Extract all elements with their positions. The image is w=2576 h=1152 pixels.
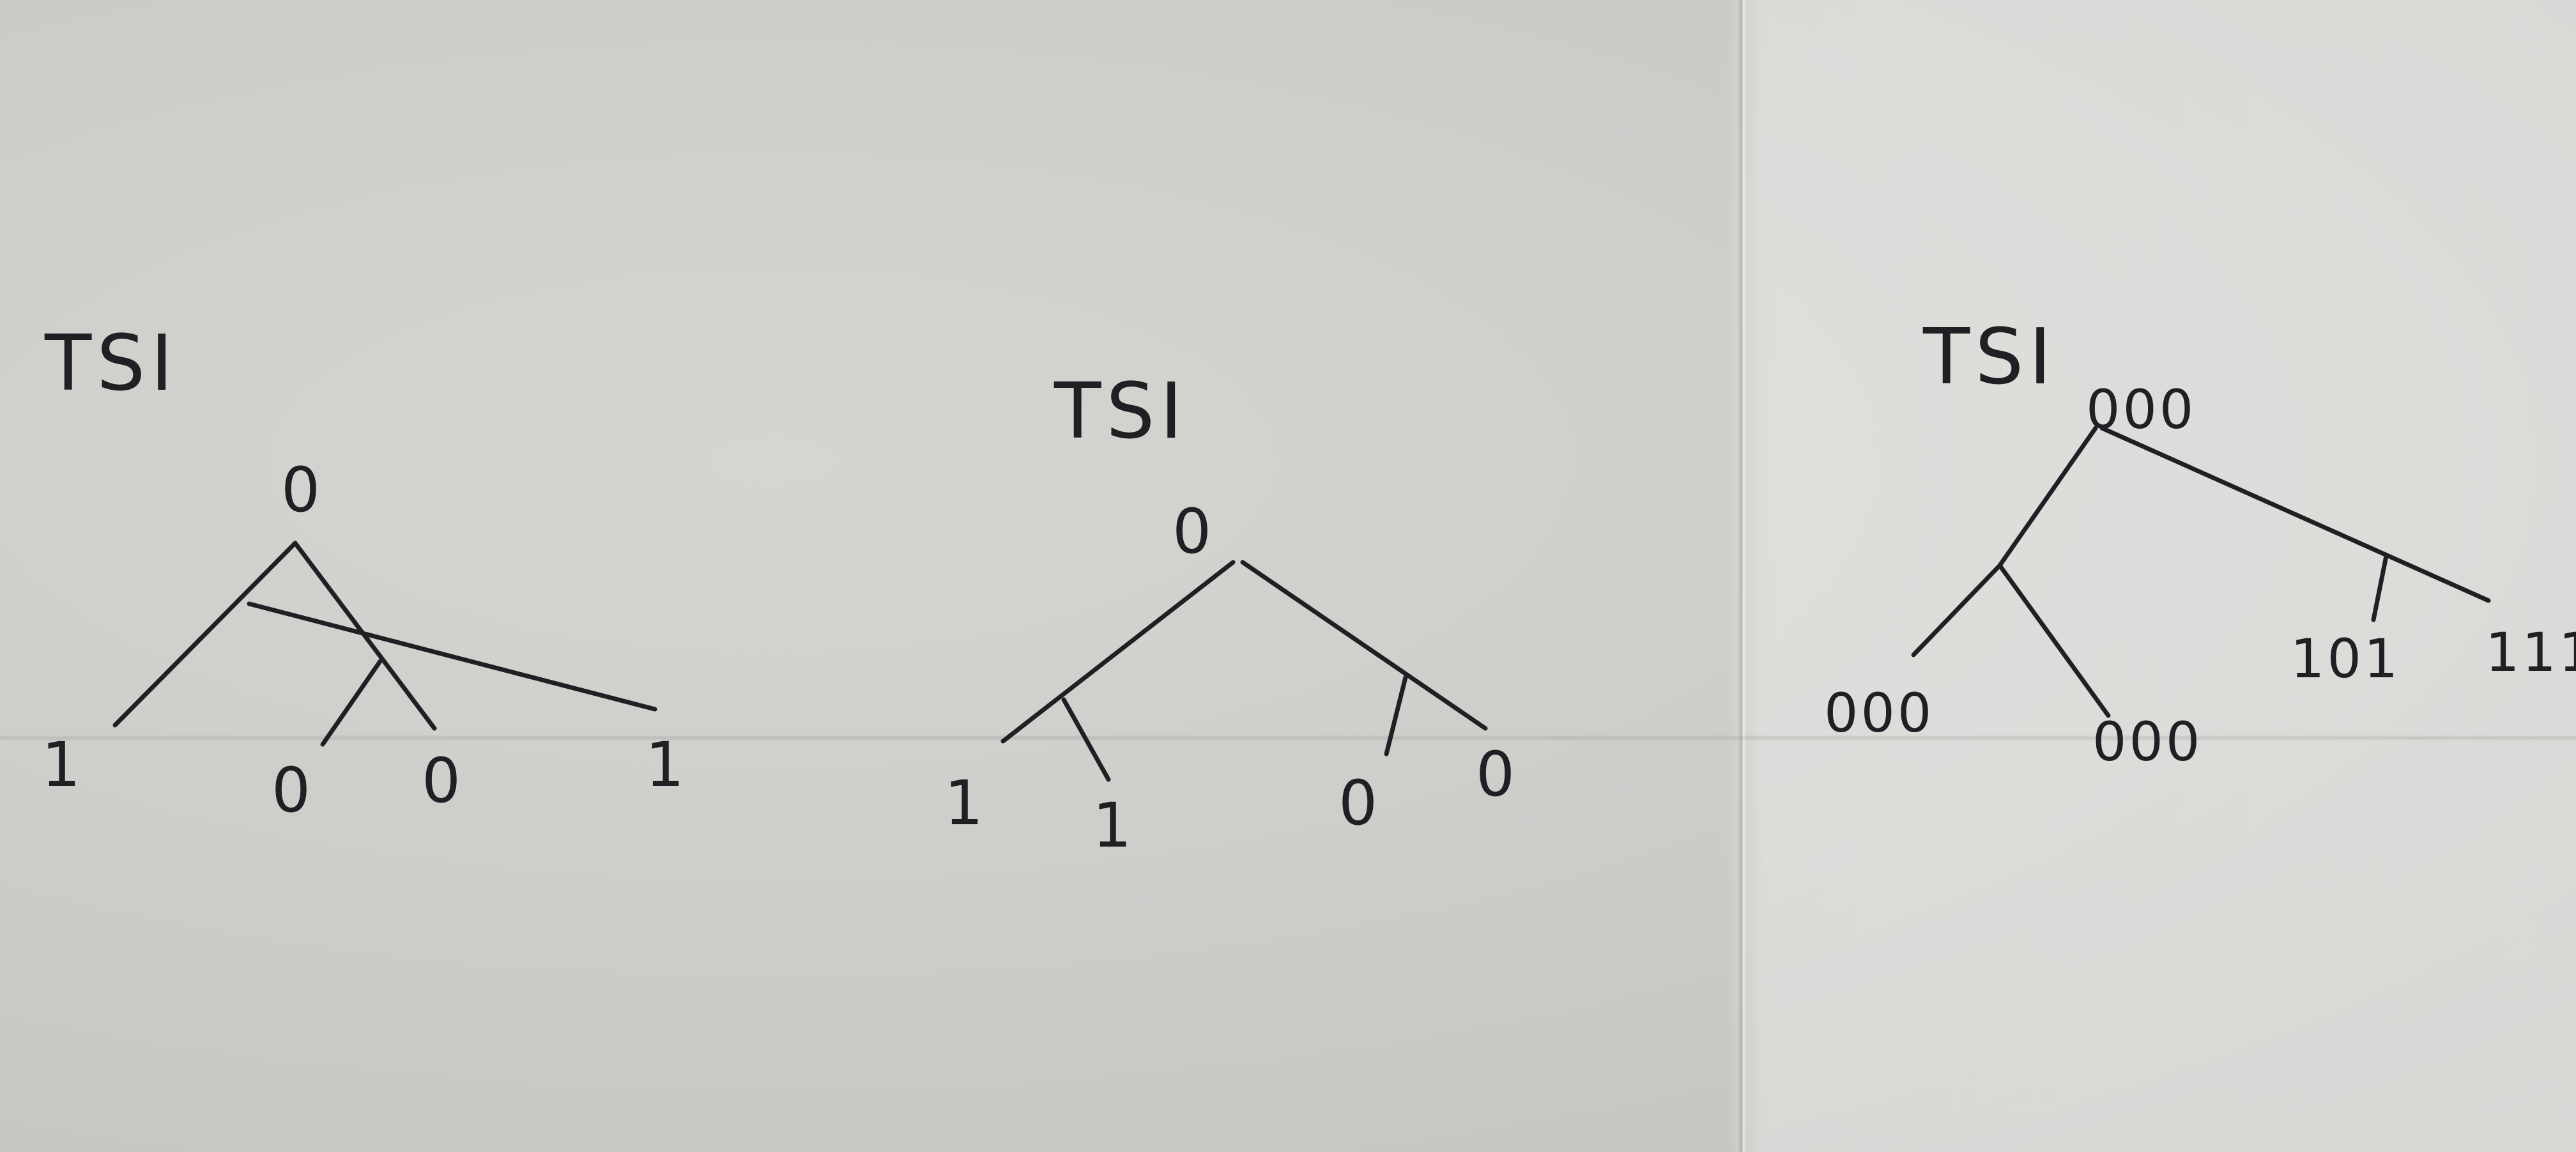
tree-3-leaf: 000 xyxy=(2092,710,2202,773)
tree-2: TSI 0 1 1 0 0 xyxy=(944,367,1515,861)
tree-1: TSI 0 1 0 0 1 xyxy=(42,319,684,826)
tree-1-edge xyxy=(320,659,383,747)
tree-1-root: 0 xyxy=(281,454,320,526)
tree-2-leaf: 1 xyxy=(1092,790,1131,861)
paper-fold-horizontal xyxy=(0,735,2576,741)
tree-1-edge xyxy=(112,541,298,728)
tree-2-title: TSI xyxy=(1054,367,1188,456)
tree-3-title: TSI xyxy=(1922,313,2057,402)
tree-2-edge xyxy=(1384,675,1408,756)
tree-1-leaf: 1 xyxy=(42,729,80,801)
tree-2-leaf: 1 xyxy=(944,767,983,839)
tree-3-edge xyxy=(1997,426,2098,568)
tree-3-edge xyxy=(1997,563,2111,718)
tree-3-leaf: 101 xyxy=(2290,627,2400,690)
tree-3-edge xyxy=(1911,563,2002,657)
tree-2-leaf: 0 xyxy=(1476,739,1515,810)
tree-3-edge xyxy=(2099,426,2491,603)
tree-2-edge xyxy=(1000,560,1236,744)
tree-1-leaf: 1 xyxy=(645,729,684,801)
tree-3-leaf: 000 xyxy=(1824,682,1934,744)
tree-1-leaf: 0 xyxy=(272,755,310,826)
tree-1-edge xyxy=(247,601,657,712)
tree-3-leaf: 111 xyxy=(2485,621,2576,684)
tree-3-root: 000 xyxy=(2086,378,2196,441)
tree-3-edge xyxy=(2371,553,2389,622)
tree-2-leaf: 0 xyxy=(1338,767,1377,839)
paper-fold-vertical xyxy=(1738,0,1747,1152)
tree-2-edge xyxy=(1061,697,1111,782)
tree-3: TSI 000 000 000 101 111 xyxy=(1824,313,2576,773)
tree-2-root: 0 xyxy=(1172,496,1211,567)
tree-1-title: TSI xyxy=(44,319,178,408)
tree-2-edge xyxy=(1240,560,1488,731)
tree-1-leaf: 0 xyxy=(422,745,461,817)
